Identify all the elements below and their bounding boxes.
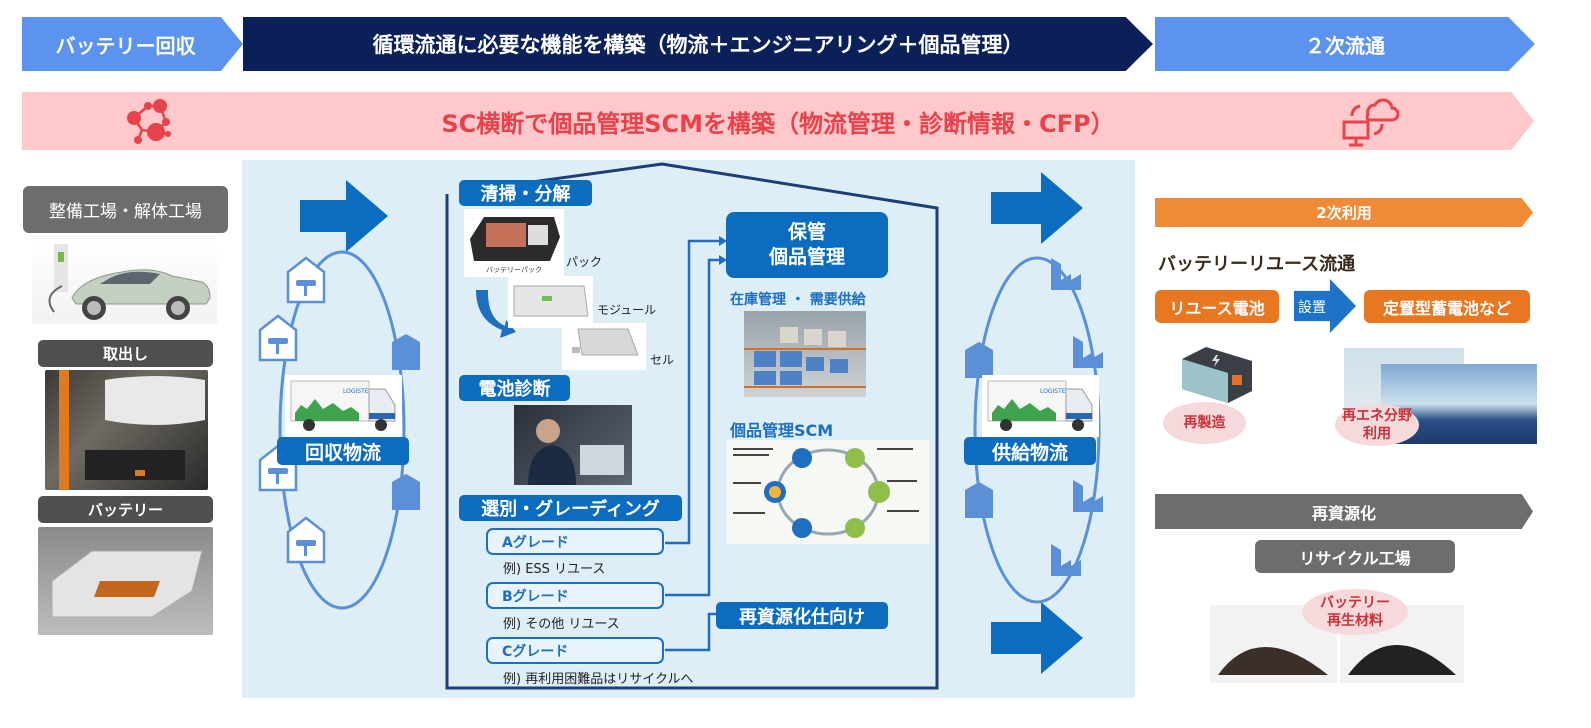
- warehouse-icon: [392, 334, 420, 510]
- battery-module-image: [508, 276, 593, 328]
- collection-loop-diagram: [258, 180, 420, 610]
- stationary-storage-text: 定置型蓄電池など: [1382, 298, 1511, 318]
- grade-a-box: Aグレード: [486, 528, 664, 555]
- renewable-line2: 利用: [1363, 426, 1391, 442]
- recycled-material-badge: バッテリー再生材料: [1302, 589, 1408, 635]
- stage-battery-collection: バッテリー回収: [22, 17, 243, 71]
- collection-loop-ellipse: [278, 250, 406, 610]
- supply-loop-diagram: [965, 172, 1103, 674]
- storage-item-management-box: 保管 個品管理: [726, 212, 888, 278]
- renewable-use-badge: 再エネ分野利用: [1335, 404, 1419, 446]
- inventory-demand-label: 在庫管理 ・ 需要供給: [730, 292, 866, 308]
- grade-c-label: Cグレード: [502, 643, 569, 660]
- disassembly-curved-arrow-icon: [476, 290, 516, 338]
- scm-banner: SC横断で個品管理SCMを構築（物流管理・診断情報・CFP）: [22, 92, 1534, 150]
- battery-text: バッテリー: [87, 501, 163, 519]
- stage-battery-collection-label: バッテリー回収: [55, 33, 196, 58]
- recycling-banner-text: 再資源化: [1311, 503, 1376, 523]
- battery-pack-image: バッテリーパック: [464, 209, 564, 277]
- recycling-banner: 再資源化: [1155, 494, 1533, 529]
- battery-pack-photo: [38, 527, 213, 635]
- battery-label: バッテリー: [38, 496, 213, 523]
- cleaning-disassembly-text: 清掃・分解: [480, 184, 571, 205]
- recycling-preparation-text: 再資源化仕向け: [739, 606, 865, 628]
- grade-b-example: 例) その他 リユース: [503, 617, 620, 632]
- battery-pack-caption: バッテリーパック: [486, 266, 542, 274]
- module-label: モジュール: [597, 303, 657, 317]
- secondary-use-banner: 2次利用: [1155, 198, 1533, 227]
- stage-secondary-distribution: ２次流通: [1155, 17, 1535, 71]
- grading-title: 選別・グレーディング: [459, 495, 682, 521]
- recycling-factory-text: リサイクル工場: [1299, 548, 1411, 568]
- item-scm-diagram: [727, 440, 929, 544]
- warehouse-icon: [965, 342, 993, 518]
- battery-cell-image: [562, 323, 646, 370]
- warehouse-photo: [744, 311, 866, 397]
- reuse-battery-text: リユース電池: [1169, 298, 1265, 318]
- repair-factory-text: 整備工場・解体工場: [49, 202, 202, 222]
- truck-brand-text: LOGISTEED: [1040, 388, 1074, 395]
- renewable-line1: 再エネ分野: [1342, 407, 1412, 424]
- supply-logistics-label: 供給物流: [964, 437, 1096, 465]
- remanufacture-badge: 再製造: [1163, 402, 1246, 444]
- battery-diagnosis-photo: [514, 405, 632, 485]
- stage-secondary-distribution-label: ２次流通: [1305, 33, 1385, 58]
- computer-cloud-sync-icon: [1342, 98, 1400, 147]
- remanufactured-battery-image: [1178, 345, 1258, 405]
- grade-b-label: Bグレード: [502, 588, 569, 605]
- remanufacture-text: 再製造: [1183, 414, 1226, 431]
- pack-label: パック: [566, 255, 603, 269]
- grade-c-box: Cグレード: [486, 637, 664, 664]
- stationary-storage-tag: 定置型蓄電池など: [1364, 290, 1530, 323]
- cell-label: セル: [650, 353, 675, 367]
- storage-title: 保管: [787, 221, 826, 244]
- item-management-title: 個品管理: [768, 246, 845, 268]
- collection-truck-image: LOGISTEED: [285, 375, 402, 437]
- battery-removal-photo: [45, 370, 208, 490]
- network-people-icon: [127, 99, 171, 144]
- removal-label: 取出し: [38, 340, 213, 367]
- recycled-material-line2: 再生材料: [1327, 613, 1383, 629]
- stage-circular-distribution: 循環流通に必要な機能を構築（物流＋エンジニアリング＋個品管理）: [243, 17, 1153, 71]
- supply-logistics-text: 供給物流: [991, 441, 1068, 464]
- item-scm-label: 個品管理SCM: [730, 421, 834, 440]
- grade-a-label: Aグレード: [502, 534, 569, 551]
- cleaning-disassembly-title: 清掃・分解: [459, 180, 592, 206]
- grade-a-example: 例) ESS リユース: [503, 562, 606, 577]
- truck-brand-text: LOGISTEED: [343, 388, 377, 395]
- supply-truck-image: LOGISTEED: [982, 375, 1099, 437]
- removal-text: 取出し: [102, 345, 148, 363]
- reuse-battery-tag: リユース電池: [1155, 290, 1279, 323]
- arrow-right-icon: [991, 602, 1083, 674]
- grading-text: 選別・グレーディング: [481, 499, 660, 520]
- collection-logistics-label: 回収物流: [277, 437, 409, 465]
- repair-factory-label: 整備工場・解体工場: [23, 186, 228, 233]
- collection-logistics-text: 回収物流: [304, 441, 381, 464]
- recycling-preparation-label: 再資源化仕向け: [716, 602, 888, 629]
- battery-reuse-distribution-title: バッテリーリユース流通: [1158, 254, 1356, 275]
- stage-circular-distribution-label: 循環流通に必要な機能を構築（物流＋エンジニアリング＋個品管理）: [372, 33, 1024, 57]
- ev-car-photo: [32, 238, 217, 324]
- grade-b-box: Bグレード: [486, 582, 664, 609]
- engineering-house-outline: [445, 162, 939, 690]
- battery-diagnosis-text: 電池診断: [478, 379, 551, 400]
- recycling-factory-label: リサイクル工場: [1255, 540, 1455, 573]
- install-label: 設置: [1298, 300, 1326, 316]
- arrow-right-icon: [300, 180, 388, 252]
- scm-banner-text: SC横断で個品管理SCMを構築（物流管理・診断情報・CFP）: [441, 109, 1115, 138]
- recycled-material-line1: バッテリー: [1320, 594, 1390, 611]
- grade-c-example: 例) 再利用困難品はリサイクルへ: [503, 672, 694, 687]
- factory-icon: [1051, 258, 1103, 576]
- arrow-right-icon: [991, 172, 1083, 244]
- supply-loop-ellipse: [973, 256, 1101, 604]
- secondary-use-text: 2次利用: [1316, 204, 1372, 222]
- battery-diagnosis-title: 電池診断: [459, 375, 570, 401]
